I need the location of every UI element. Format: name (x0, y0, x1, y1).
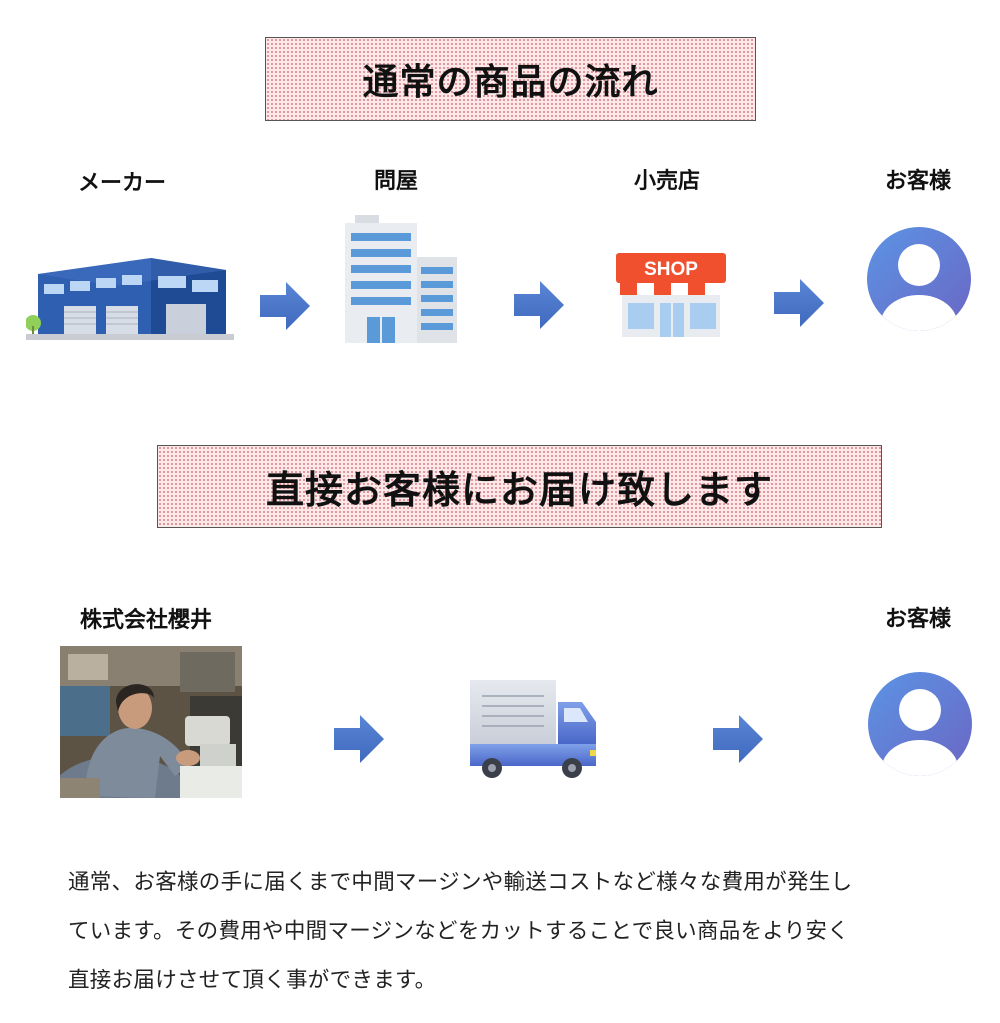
label-company: 株式会社櫻井 (79, 608, 213, 633)
description-line-3: 直接お届けさせて頂く事ができます。 (68, 968, 437, 993)
banner-direct-delivery-text: 直接お客様にお届け致します (265, 468, 773, 512)
label-customer: お客様 (884, 169, 952, 194)
user-avatar-icon (867, 227, 971, 331)
banner-normal-flow: 通常の商品の流れ (265, 37, 756, 121)
banner-normal-flow-text: 通常の商品の流れ (362, 62, 659, 103)
label-retailer: 小売店 (633, 169, 701, 194)
office-building-icon (345, 215, 457, 343)
banner-direct-delivery: 直接お客様にお届け致します (157, 445, 882, 528)
shop-sign-text: SHOP (644, 259, 698, 280)
arrow-right-icon (334, 715, 384, 763)
label-wholesaler: 問屋 (373, 169, 419, 194)
delivery-truck-icon (470, 680, 596, 778)
label-maker: メーカー (77, 171, 167, 196)
arrow-right-icon (774, 279, 824, 327)
factory-icon (26, 258, 234, 340)
description-line-1: 通常、お客様の手に届くまで中間マージンや輸送コストなど様々な費用が発生し (68, 870, 853, 895)
shop-icon: SHOP (616, 253, 726, 337)
arrow-right-icon (260, 282, 310, 330)
description-line-2: ています。その費用や中間マージンなどをカットすることで良い商品をより安く (68, 919, 850, 944)
arrow-right-icon (514, 281, 564, 329)
user-avatar-icon (868, 672, 972, 776)
arrow-right-icon (713, 715, 763, 763)
description-text: 通常、お客様の手に届くまで中間マージンや輸送コストなど様々な費用が発生し ていま… (68, 858, 968, 1005)
worker-photo (60, 646, 242, 798)
label-customer-direct: お客様 (884, 607, 952, 632)
